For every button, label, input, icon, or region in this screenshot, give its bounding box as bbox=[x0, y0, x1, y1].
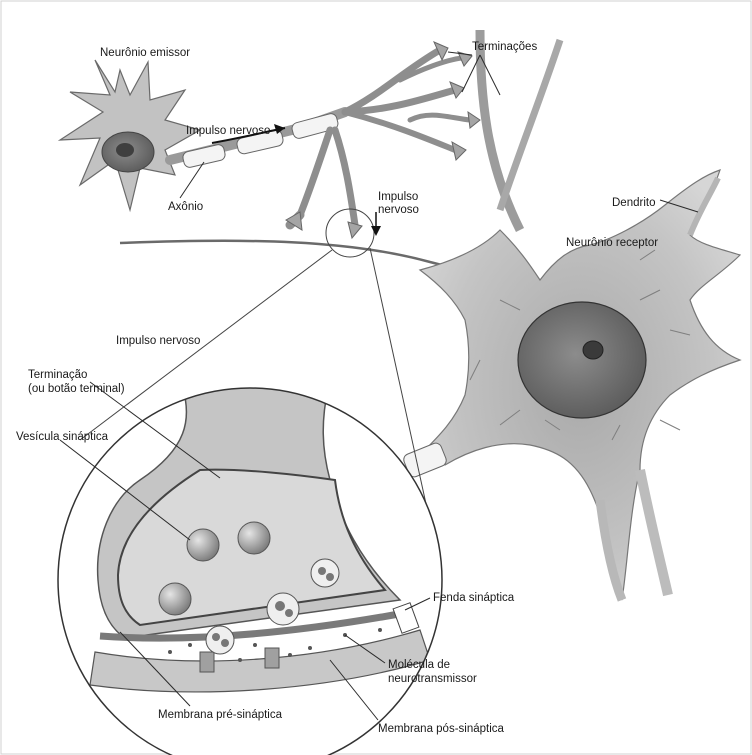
label-terminacao-2: (ou botão terminal) bbox=[28, 383, 125, 395]
label-dendrito: Dendrito bbox=[612, 197, 655, 209]
label-vesicula-sinaptica: Vesícula sináptica bbox=[16, 431, 109, 443]
label-neuronio-receptor: Neurônio receptor bbox=[566, 237, 658, 249]
label-impulso-side-1: Impulso bbox=[378, 191, 418, 203]
label-terminacoes: Terminações bbox=[472, 41, 537, 53]
label-terminacao-1: Terminação bbox=[28, 369, 87, 381]
label-impulso-nervoso-mid: Impulso nervoso bbox=[116, 335, 200, 347]
receptor-nucleus bbox=[518, 302, 646, 418]
label-molecula-2: neurotransmissor bbox=[388, 673, 477, 685]
label-impulso-side-2: nervoso bbox=[378, 204, 419, 216]
label-membrana-pre: Membrana pré-sináptica bbox=[158, 709, 283, 721]
label-membrana-pos: Membrana pós-sináptica bbox=[378, 723, 505, 735]
receptor-nucleolus bbox=[583, 341, 603, 359]
label-neuronio-emissor: Neurônio emissor bbox=[100, 47, 190, 59]
label-axonio: Axônio bbox=[168, 201, 203, 213]
label-molecula-1: Molécula de bbox=[388, 659, 450, 671]
label-impulso-nervoso-top: Impulso nervoso bbox=[186, 125, 270, 137]
label-fenda-sinaptica: Fenda sináptica bbox=[433, 592, 515, 604]
